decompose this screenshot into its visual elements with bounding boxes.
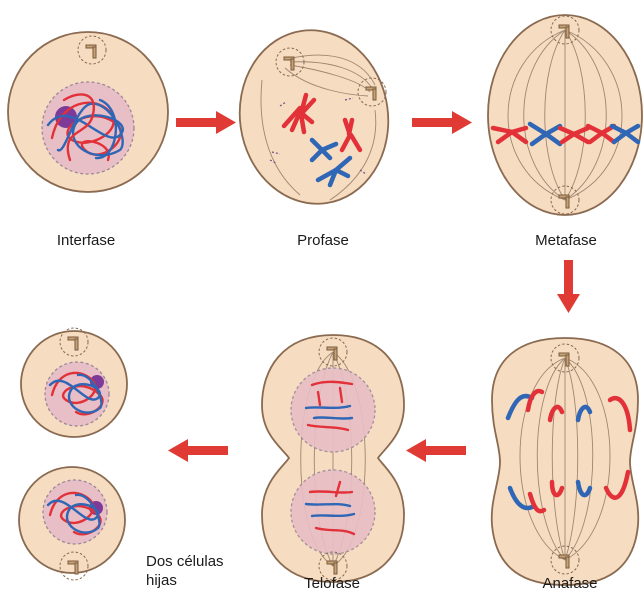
arrow-anafase-to-telofase <box>406 439 466 462</box>
cell-telofase <box>262 335 404 582</box>
cell-interfase <box>8 32 168 192</box>
label-interfase: Interfase <box>57 232 115 249</box>
forming-nucleus-top <box>291 368 375 452</box>
arrow-profase-to-metafase <box>412 111 472 134</box>
label-daughter-cells-line1: Dos células <box>146 553 224 570</box>
label-daughter-cells-line2: hijas <box>146 572 177 589</box>
label-telofase: Telofase <box>304 575 360 592</box>
label-profase: Profase <box>297 232 349 249</box>
cell-profase <box>229 21 400 214</box>
daughter-cell-top <box>21 328 127 437</box>
cell-metafase <box>488 15 642 215</box>
label-anafase: Anafase <box>542 575 597 592</box>
arrow-interfase-to-profase <box>176 111 236 134</box>
arrow-telofase-to-daughters <box>168 439 228 462</box>
arrow-metafase-to-anafase <box>557 260 580 313</box>
forming-nucleus-bottom <box>291 470 375 554</box>
label-metafase: Metafase <box>535 232 597 249</box>
daughter-cell-bottom <box>19 467 125 580</box>
cell-anafase <box>492 338 639 585</box>
